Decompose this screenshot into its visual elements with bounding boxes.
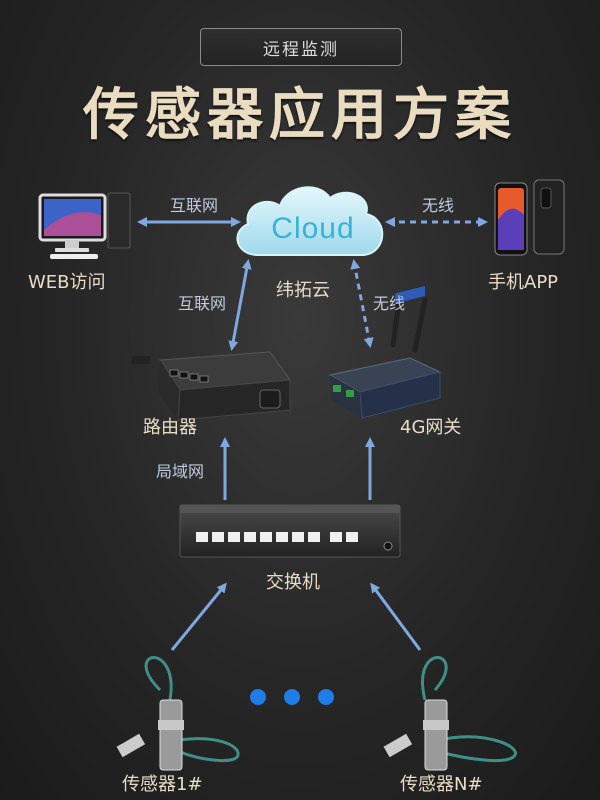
router-icon (130, 351, 291, 421)
ellipsis-dot (250, 689, 266, 705)
header-subtitle: 远程监测 (200, 28, 402, 66)
header-subtitle-text: 远程监测 (263, 39, 339, 60)
arrow-sensorN-switch (370, 582, 422, 651)
cloud-icon (236, 186, 384, 256)
ellipsis-dot (318, 689, 334, 705)
arrow-cloud-router (228, 259, 252, 351)
cloud-router-connection-label: 互联网 (178, 294, 227, 313)
cloud-mobile-connection-label: 无线 (422, 196, 455, 215)
router-label: 路由器 (143, 417, 197, 438)
web-cloud-connection-label: 互联网 (170, 196, 219, 215)
switch-router-connection-label: 局域网 (156, 462, 205, 481)
switch-icon (179, 504, 401, 558)
gateway-label: 4G网关 (400, 417, 462, 438)
arrow-cloud-gateway (350, 259, 374, 348)
page-title: 传感器应用方案 (83, 82, 517, 148)
cloud-name-label: 纬拓云 (276, 280, 330, 301)
cloud-gateway-connection-label: 无线 (373, 294, 406, 313)
sensor-n-icon (383, 656, 517, 771)
smartphone-icon (494, 179, 565, 256)
cloud-logo-text: Cloud (271, 212, 355, 245)
web-access-label: WEB访问 (28, 272, 106, 293)
desktop-computer-icon (38, 192, 131, 259)
switch-label: 交换机 (266, 572, 320, 593)
sensor-1-label: 传感器1# (122, 774, 203, 795)
arrow-sensor1-switch (170, 582, 227, 651)
ellipsis-dot (284, 689, 300, 705)
mobile-app-label: 手机APP (488, 272, 559, 293)
sensor-1-icon (116, 656, 240, 771)
gateway-icon (328, 286, 442, 419)
sensor-n-label: 传感器N# (400, 774, 483, 795)
